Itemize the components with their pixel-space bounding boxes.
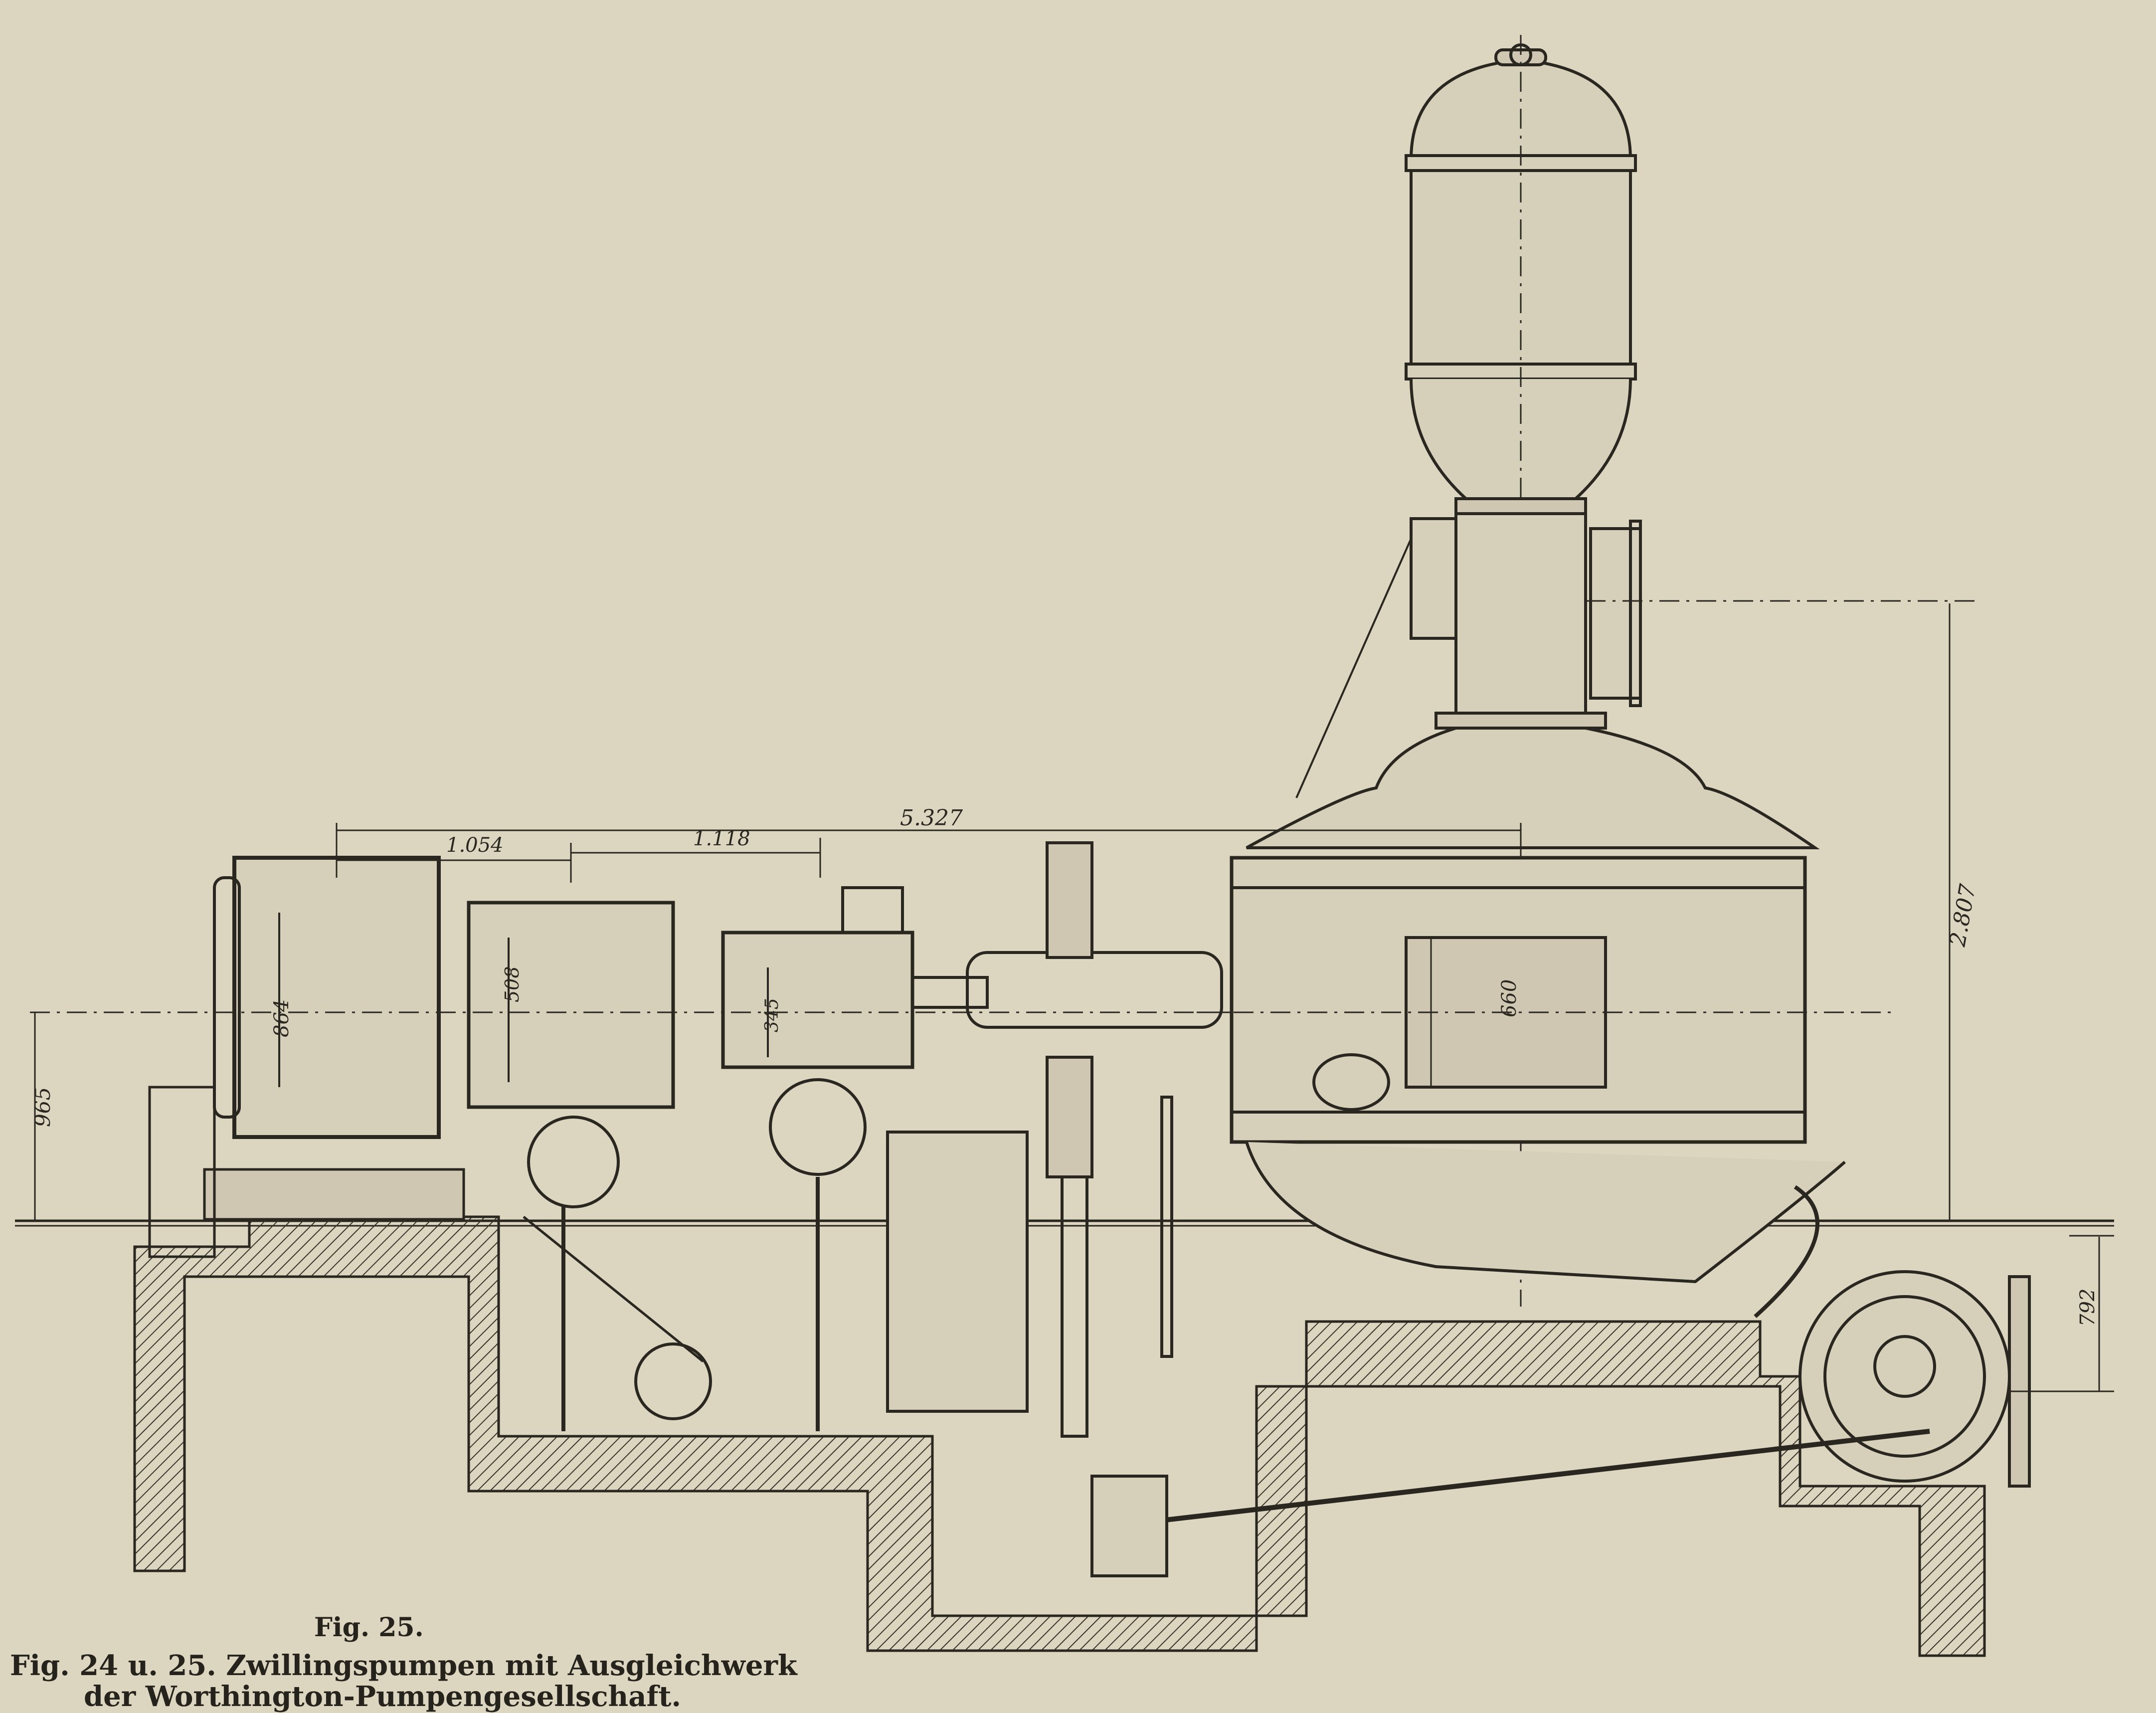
figure-caption-line1: Fig. 24 u. 25. Zwillingspumpen mit Ausgl… bbox=[10, 1649, 797, 1682]
steam-cylinders bbox=[30, 856, 1237, 1139]
air-vessel bbox=[1405, 35, 1637, 1307]
dim-pump-plunger: 660 bbox=[1498, 979, 1521, 1017]
dim-cylinder-medium: 508 bbox=[501, 966, 523, 1002]
figure-label: Fig. 25. bbox=[314, 1612, 424, 1643]
dim-outlet-height: 792 bbox=[2076, 1289, 2099, 1327]
dim-overall: 5.327 bbox=[900, 805, 963, 831]
dim-cylinder-large: 864 bbox=[270, 999, 293, 1037]
crosshead-rods bbox=[523, 841, 1930, 1577]
foundation bbox=[133, 1086, 1986, 1657]
dim-cylinder-small: 345 bbox=[762, 998, 782, 1032]
dim-left-section: 1.054 bbox=[446, 834, 504, 857]
pump-body bbox=[1197, 727, 2031, 1488]
riser-pipe bbox=[1295, 497, 1975, 798]
dim-axis-height: 965 bbox=[30, 1087, 55, 1127]
figure-caption-line2: der Worthington-Pumpengesellschaft. bbox=[84, 1680, 682, 1713]
dimension-lines bbox=[34, 603, 2114, 1392]
dim-middle-section: 1.118 bbox=[693, 827, 750, 850]
